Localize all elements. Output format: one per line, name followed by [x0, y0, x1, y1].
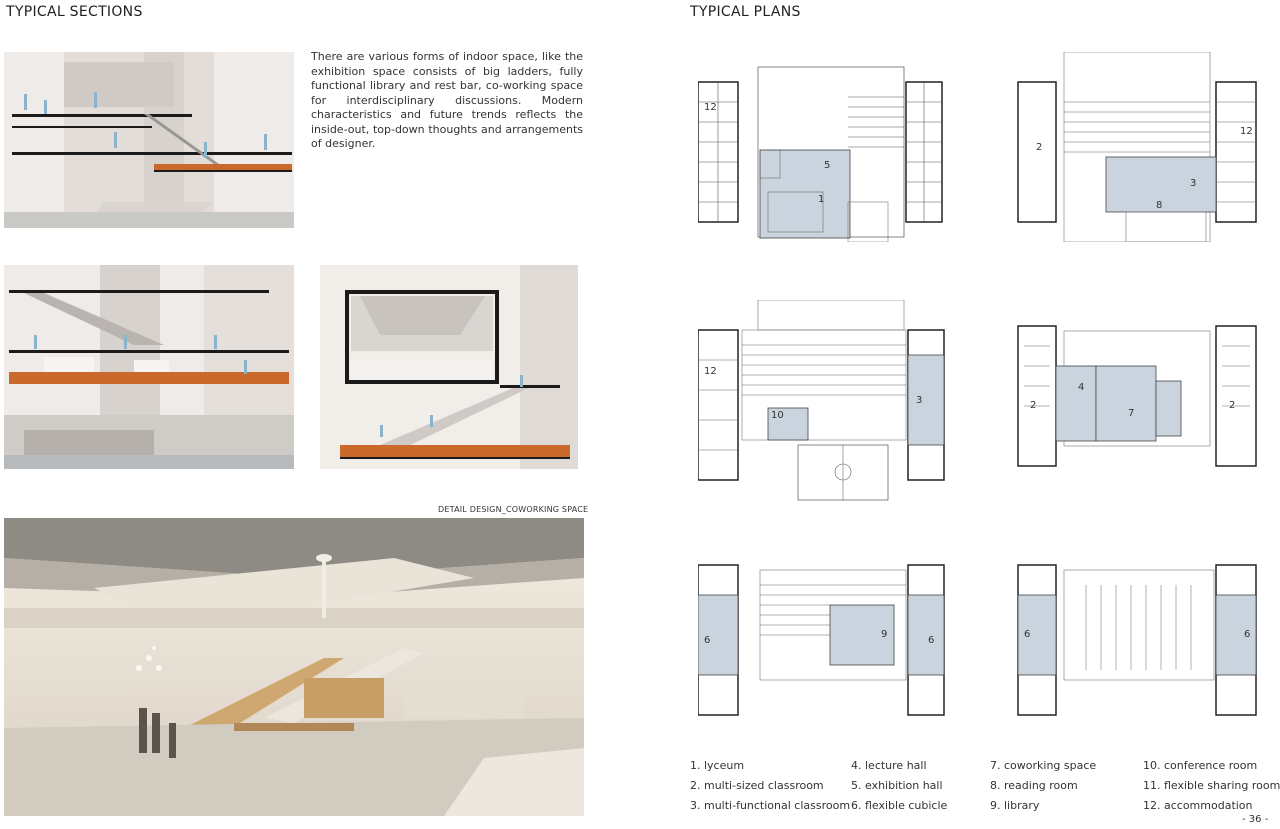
plan-3: 12 10 3 [698, 300, 948, 505]
coworking-drawing [4, 518, 584, 816]
legend-item: 12. accommodation [1143, 799, 1253, 812]
plan-2-label-c: 8 [1156, 200, 1162, 211]
plans-title: TYPICAL PLANS [690, 4, 801, 20]
legend-item: 1. lyceum [690, 759, 745, 772]
plan-1: 12 5 1 [698, 52, 948, 242]
plan-4-drawing: 2 4 7 2 [1017, 325, 1257, 467]
plan-2: 2 12 8 3 [1016, 52, 1266, 242]
plan-2-drawing: 2 12 8 3 [1017, 52, 1257, 242]
section-render-3 [320, 265, 578, 469]
legend-item: 7. coworking space [990, 759, 1097, 772]
plan-6-label-a: 6 [1024, 629, 1030, 640]
page-number: - 36 - [1242, 814, 1269, 825]
plan-1-label-b: 5 [824, 160, 830, 171]
detail-caption: DETAIL DESIGN_COWORKING SPACE [438, 505, 589, 514]
plan-3-label-b: 10 [771, 410, 784, 421]
plan-3-label-a: 12 [704, 366, 717, 377]
plan-5: 6 9 6 [698, 555, 948, 720]
legend-item: 5. exhibition hall [851, 779, 943, 792]
legend-item: 6. flexible cubicle [851, 799, 948, 812]
section-drawing-1 [4, 52, 294, 228]
section-drawing-2 [4, 265, 294, 469]
section-drawing-3 [320, 265, 578, 469]
plan-6: 6 6 [1016, 555, 1266, 720]
plan-4-label-b: 4 [1078, 382, 1084, 393]
plan-6-drawing: 6 6 [1017, 564, 1257, 716]
plan-5-label-a: 6 [704, 635, 710, 646]
section-render-2 [4, 265, 294, 469]
plan-3-drawing: 12 10 3 [698, 300, 945, 501]
plan-6-label-b: 6 [1244, 629, 1250, 640]
legend-item: 11. flexible sharing room [1143, 779, 1280, 792]
plan-4-label-a: 2 [1030, 400, 1036, 411]
plan-5-label-b: 9 [881, 629, 887, 640]
legend-item: 8. reading room [990, 779, 1078, 792]
coworking-perspective [4, 518, 584, 816]
plan-5-drawing: 6 9 6 [698, 564, 945, 716]
legend-item: 2. multi-sized classroom [690, 779, 824, 792]
legend-item: 9. library [990, 799, 1040, 812]
plan-1-label-c: 1 [818, 194, 824, 205]
plan-4-label-c: 7 [1128, 408, 1134, 419]
plan-2-label-b: 12 [1240, 126, 1253, 137]
sections-description: There are various forms of indoor space,… [311, 50, 583, 150]
legend-item: 10. conference room [1143, 759, 1258, 772]
plan-4-label-d: 2 [1229, 400, 1235, 411]
section-render-1 [4, 52, 294, 228]
plan-2-label-d: 3 [1190, 178, 1196, 189]
sections-title: TYPICAL SECTIONS [6, 4, 143, 20]
plan-2-label-a: 2 [1036, 142, 1042, 153]
plan-5-label-c: 6 [928, 635, 934, 646]
plan-1-drawing: 12 5 1 [698, 66, 943, 242]
plan-1-label-a: 12 [704, 102, 717, 113]
legend-item: 3. multi-functional classroom [690, 799, 851, 812]
plan-3-label-c: 3 [916, 395, 922, 406]
plan-4: 2 4 7 2 [1016, 316, 1266, 476]
legend-item: 4. lecture hall [851, 759, 927, 772]
